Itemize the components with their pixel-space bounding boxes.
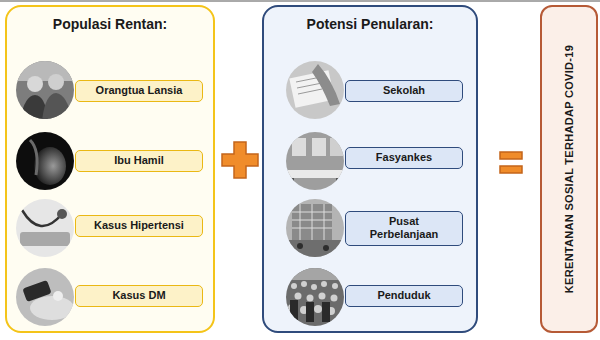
label-pill: Kasus DM [75,285,203,307]
panel-ground [541,6,597,332]
panel-title: Potensi Penularan: [264,16,476,32]
school-photo [284,59,346,121]
result-label: KERENTANAN SOSIAL TERHADAP COVID-19 [563,45,575,293]
panel-ground [6,6,214,332]
illustration-part [306,302,314,322]
illustration-part [295,293,302,300]
illustration-part [290,178,294,192]
result-panel: KERENTANAN SOSIAL TERHADAP COVID-19 [540,5,598,333]
illustration-part [53,291,63,301]
group-panel: Populasi Rentan: Orangtua LansiaIbu Hamil… [5,5,215,333]
label-pill: Orangtua Lansia [75,80,203,102]
top-rule [0,1,600,2]
illustration-part [14,197,76,259]
illustration-part [319,293,326,300]
pill-label: Fasyankes [376,151,432,164]
stethoscope-photo [14,197,76,259]
panel-title: Populasi Rentan: [7,16,213,32]
illustration-part [48,74,64,90]
label-pill: Kasus Hipertensi [75,215,203,237]
pill-label: Orangtua Lansia [96,84,183,97]
illustration-part [332,283,338,289]
group-panel: Potensi Penularan: SekolahFasyankesPusat … [262,5,478,333]
illustration-part [290,300,298,320]
pill-label: Kasus DM [112,289,165,302]
illustration-part [42,93,72,121]
illustration-part [284,59,346,121]
illustration-part [322,302,330,322]
label-pill: Fasyankes [345,147,463,169]
illustration-part [312,138,326,156]
equals-symbol [500,152,522,159]
illustration-part [284,240,346,260]
illustration-part [323,245,329,251]
illustration-part [14,266,76,328]
illustration-part [30,140,37,175]
illustration-part [284,130,346,192]
illustration-part [22,280,51,302]
label-pill: Sekolah [345,80,463,102]
illustration-part [311,284,317,290]
pregnant-photo [14,130,76,192]
illustration-part [301,281,307,287]
label-pill: Pusat Perbelanjaan [345,211,463,246]
health-facility-photo [284,130,346,192]
illustration-part [14,59,76,81]
illustration-part [312,64,340,106]
glucose-meter-photo [14,266,76,328]
panel-ground [263,6,477,332]
pill-label: Kasus Hipertensi [94,219,184,232]
illustration-part [290,300,330,322]
illustration-part [20,232,70,246]
illustration-part [314,305,322,313]
illustration-part [288,170,344,178]
pill-label: Sekolah [383,84,425,97]
illustration-part [284,266,346,280]
illustration-part [27,76,43,92]
illustration-part [34,147,66,185]
illustration-part [57,209,67,219]
illustration-part [284,197,346,259]
label-pill: Penduduk [345,285,463,307]
illustration-part [14,130,76,192]
illustration-part [336,178,340,192]
illustration-part [284,266,346,328]
illustration-part [291,283,297,289]
illustration-part [331,295,338,302]
pill-label: Pusat Perbelanjaan [362,215,446,241]
shopping-centre-photo [284,197,346,260]
illustration-part [30,296,74,320]
illustration-part [307,295,314,302]
pill-label: Penduduk [377,289,430,302]
illustration-part [297,243,303,249]
illustration-part [321,281,327,287]
illustration-part [330,138,344,156]
equals-symbol [500,166,522,173]
illustration-part [292,204,332,240]
crowd-photo [284,266,346,328]
illustration-part [14,59,76,121]
illustration-part [22,210,62,226]
pill-label: Ibu Hamil [114,154,164,167]
illustration-part [292,204,332,240]
elderly-photo [14,59,76,121]
label-pill: Ibu Hamil [75,150,203,172]
plus-symbol [222,142,258,178]
illustration-part [292,138,306,156]
